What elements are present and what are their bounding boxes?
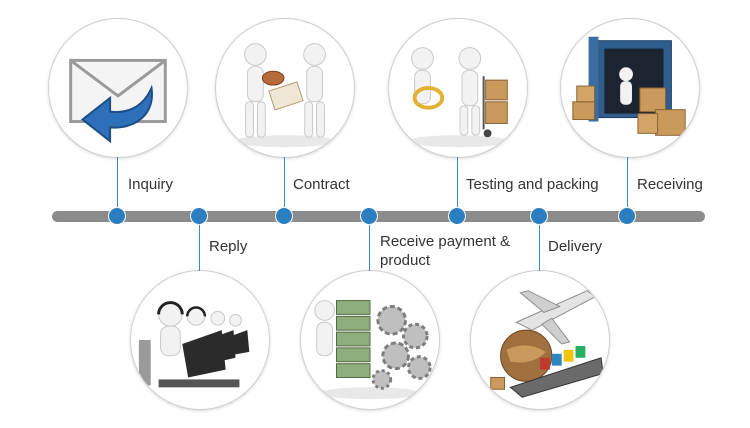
connector-receiving xyxy=(627,157,628,216)
step-label-reply: Reply xyxy=(209,238,248,255)
node-contract xyxy=(275,207,293,225)
step-label-receiving: Receiving xyxy=(637,176,703,193)
step-label-delivery: Delivery xyxy=(548,238,603,255)
magnifier-box-cart-illustration xyxy=(406,47,510,148)
connector-testing-packing xyxy=(457,157,458,216)
call-center-illustration xyxy=(138,301,250,388)
photo-receive-payment xyxy=(300,270,440,410)
handshake-stamp-illustration xyxy=(233,43,337,148)
connector-receive-payment xyxy=(369,216,370,271)
node-receive-payment xyxy=(360,207,378,225)
envelope-reply-icon xyxy=(69,58,167,144)
connector-inquiry xyxy=(117,157,118,216)
photo-contract xyxy=(215,18,355,158)
node-reply xyxy=(190,207,208,225)
connector-delivery xyxy=(539,216,540,271)
connector-contract xyxy=(284,157,285,216)
connector-reply xyxy=(199,216,200,271)
photo-delivery xyxy=(470,270,610,410)
photo-receiving xyxy=(560,18,700,158)
photo-reply xyxy=(130,270,270,410)
photo-testing-packing xyxy=(388,18,528,158)
step-label-contract: Contract xyxy=(293,176,350,193)
container-boxes-illustration xyxy=(572,36,686,136)
money-gears-illustration xyxy=(314,300,432,400)
step-label-inquiry: Inquiry xyxy=(128,176,174,193)
photo-inquiry xyxy=(48,18,188,158)
step-label-receive-payment: Receive payment & product xyxy=(380,233,511,269)
step-label-testing-packing: Testing and packing xyxy=(466,176,599,193)
node-testing-packing xyxy=(448,207,466,225)
node-receiving xyxy=(618,207,636,225)
airplane-globe-ship-illustration xyxy=(490,290,604,398)
node-inquiry xyxy=(108,207,126,225)
node-delivery xyxy=(530,207,548,225)
timeline-bar xyxy=(52,211,705,222)
